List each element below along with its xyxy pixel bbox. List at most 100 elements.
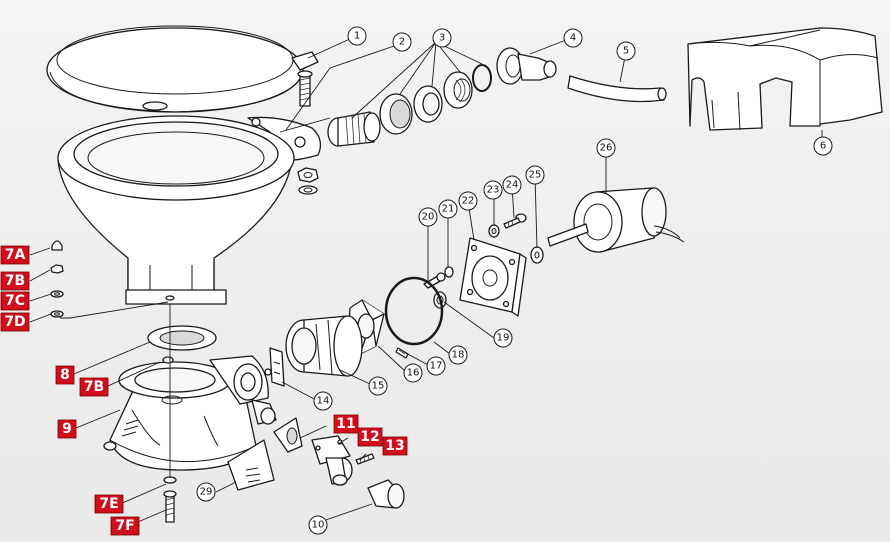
red-label-7f: 7F	[110, 516, 140, 536]
red-label-13-text: 13	[385, 438, 404, 454]
red-label-12-text: 12	[360, 429, 379, 445]
callout-16-label: 16	[407, 368, 420, 379]
seal-ring-a	[379, 93, 413, 135]
red-label-7d: 7D	[0, 312, 30, 332]
washer-7b-lower	[162, 356, 174, 364]
bolt-7f	[163, 490, 177, 523]
inlet-fitting	[327, 111, 381, 147]
callout-14-label: 14	[317, 396, 330, 407]
callout-2-label: 2	[399, 37, 405, 48]
callout-6: 6	[813, 136, 833, 156]
strainer-29	[227, 439, 275, 491]
callout-22-label: 22	[462, 196, 475, 207]
red-label-7b-text: 7B	[5, 273, 25, 289]
callout-10: 10	[308, 515, 328, 535]
callout-18-label: 18	[452, 350, 465, 361]
callout-24-label: 24	[506, 180, 519, 191]
motor-washer	[530, 246, 544, 264]
callout-18: 18	[448, 345, 468, 365]
callout-1: 1	[347, 26, 367, 46]
callout-3: 3	[432, 28, 452, 48]
callout-4-label: 4	[570, 33, 576, 44]
flange-nut	[297, 167, 319, 195]
callout-15-label: 15	[372, 381, 385, 392]
callout-24: 24	[502, 175, 522, 195]
callout-20: 20	[418, 207, 438, 227]
toilet-base	[103, 355, 277, 471]
large-o-ring	[384, 276, 444, 346]
callout-2: 2	[392, 32, 412, 52]
callout-29-label: 29	[200, 487, 213, 498]
bolt-20	[423, 272, 446, 289]
callout-21-label: 21	[442, 204, 455, 215]
pump-cover	[687, 27, 883, 131]
valve-flap-11	[273, 417, 303, 453]
callout-23-label: 23	[487, 185, 500, 196]
callout-1-label: 1	[354, 31, 360, 42]
red-label-11-text: 11	[336, 416, 355, 432]
callout-6-label: 6	[820, 141, 826, 152]
callout-26-label: 26	[600, 143, 613, 154]
bolt-24	[503, 213, 527, 229]
callout-4: 4	[563, 28, 583, 48]
red-label-7b: 7B	[0, 271, 30, 291]
red-label-7c-text: 7C	[5, 293, 25, 309]
mounting-plate	[459, 237, 527, 317]
electric-motor	[547, 187, 685, 253]
callout-26: 26	[596, 138, 616, 158]
callout-19-label: 19	[497, 333, 510, 344]
elbow-fitting	[496, 47, 557, 85]
red-label-7a-text: 7A	[5, 247, 26, 263]
callout-3-label: 3	[439, 33, 445, 44]
red-label-7c: 7C	[0, 291, 30, 311]
callout-17-label: 17	[430, 361, 443, 372]
red-label-7b-lower-text: 7B	[84, 379, 104, 395]
o-ring-small	[472, 64, 492, 92]
red-label-8-text: 8	[60, 367, 70, 383]
toilet-seat-lid	[46, 25, 304, 113]
nut-7b	[50, 264, 64, 274]
red-label-7d-text: 7D	[4, 314, 25, 330]
pump-housing	[285, 315, 363, 377]
outlet-port-12	[311, 435, 353, 486]
red-label-9: 9	[57, 419, 77, 439]
washer-21	[444, 266, 454, 278]
gasket-8	[147, 325, 217, 351]
washer-23	[488, 224, 500, 238]
callout-16: 16	[403, 363, 423, 383]
red-label-8: 8	[55, 365, 75, 385]
threaded-nut	[443, 71, 473, 109]
callout-20-label: 20	[422, 212, 435, 223]
flexible-hose	[567, 75, 667, 103]
callout-22: 22	[458, 191, 478, 211]
washer-7d	[50, 310, 64, 318]
red-label-7e-text: 7E	[99, 496, 118, 512]
leader-lines	[29, 37, 823, 523]
callout-19: 19	[493, 328, 513, 348]
red-label-7b-lower: 7B	[79, 377, 109, 397]
callout-25-label: 25	[529, 170, 542, 181]
red-label-11: 11	[333, 414, 359, 434]
callout-14: 14	[313, 391, 333, 411]
red-label-7f-text: 7F	[115, 518, 134, 534]
callout-5-label: 5	[623, 46, 629, 57]
callout-5: 5	[616, 41, 636, 61]
callout-29: 29	[196, 482, 216, 502]
callout-15: 15	[368, 376, 388, 396]
callout-17: 17	[426, 356, 446, 376]
cap-10	[367, 479, 405, 509]
cap-nut-7a	[51, 240, 63, 251]
gasket-14	[264, 347, 285, 387]
callout-21: 21	[438, 199, 458, 219]
callout-10-label: 10	[312, 520, 325, 531]
red-label-9-text: 9	[62, 421, 72, 437]
red-label-7a: 7A	[0, 245, 30, 265]
red-label-13: 13	[382, 436, 408, 456]
toilet-bowl	[57, 115, 322, 305]
red-label-7e: 7E	[94, 494, 124, 514]
seal-ring-b	[413, 85, 443, 123]
callout-23: 23	[483, 180, 503, 200]
callout-25: 25	[525, 165, 545, 185]
